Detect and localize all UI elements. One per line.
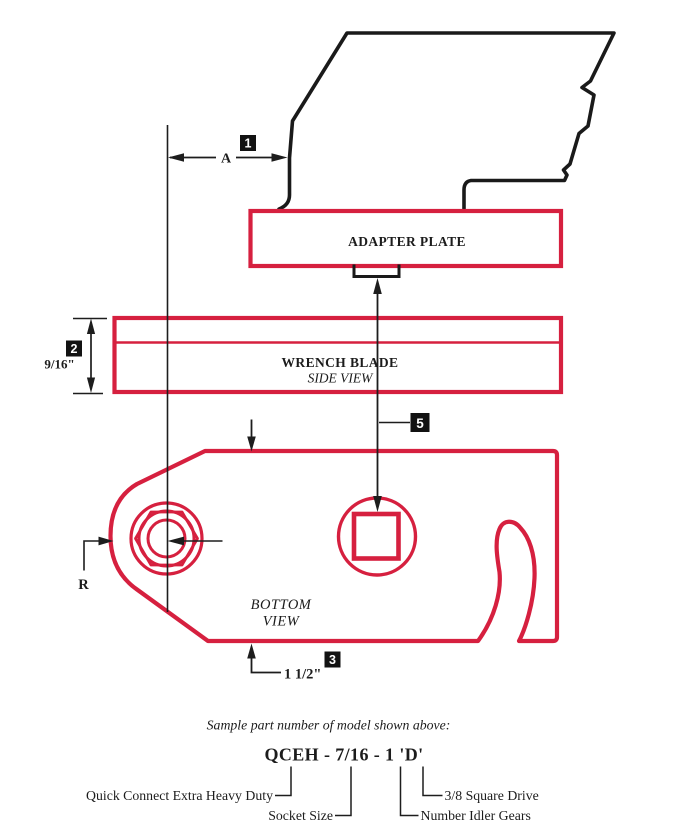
hex-socket [129, 501, 204, 576]
radius-callout: R [78, 536, 114, 593]
marker-2-box [66, 340, 82, 357]
marker-1-box [240, 135, 256, 151]
callout-tick-square-drive [422, 766, 443, 797]
part-number-intro: Sample part number of model shown above: [207, 718, 451, 733]
adapter-plate-box [248, 208, 564, 269]
hex-center-crosshair [167, 536, 223, 546]
side-view-label: SIDE VIEW [308, 371, 375, 386]
hex-crosshair-arrowhead [167, 536, 184, 546]
dimension-end-offset: 1 1/2" 3 [247, 643, 341, 683]
top-edge-pointer [247, 419, 256, 452]
marker-3-box [324, 651, 341, 668]
marker-5-number: 5 [416, 416, 424, 431]
top-edge-pointer-arrowhead [247, 436, 256, 452]
dim-916-up-arrowhead [86, 318, 96, 334]
square-drive-square [351, 511, 401, 561]
dimension-a: A 1 [168, 135, 288, 167]
callout-square-drive: 3/8 Square Drive [445, 788, 539, 803]
callout-qceh: Quick Connect Extra Heavy Duty [86, 788, 273, 803]
callout-tick-socket-size [335, 766, 352, 817]
dim-a-left-arrowhead [168, 153, 184, 162]
bottom-view-label-line1: BOTTOM [251, 597, 312, 613]
marker-1-number: 1 [245, 136, 252, 150]
part-number-code: QCEH - 7/16 - 1 'D' [264, 745, 423, 765]
drive-link-up-arrowhead [373, 278, 382, 294]
callout-socket-size: Socket Size [268, 808, 333, 823]
callout-tick-idler-gears [399, 766, 419, 817]
marker-5-box [410, 413, 430, 432]
dim-112-label: 1 1/2" [284, 667, 321, 683]
hex-socket-outer-circle [129, 501, 204, 576]
callout-idler-gears: Number Idler Gears [421, 808, 531, 823]
dim-916-down-arrowhead [86, 377, 96, 393]
part-number-block: Sample part number of model shown above:… [86, 718, 539, 824]
bottom-view-outline [108, 448, 560, 644]
dim-a-right-arrowhead [271, 153, 288, 162]
adapter-plate-label: ADAPTER PLATE [348, 234, 466, 249]
radius-label: R [78, 577, 89, 593]
marker-5-callout: 5 [379, 413, 430, 432]
dim-916-label: 9/16" [44, 357, 74, 372]
hex-socket-hexagon [134, 510, 199, 567]
radius-arrowhead [98, 536, 114, 546]
marker-3-number: 3 [329, 653, 336, 667]
dimension-blade-thickness: 2 9/16" [44, 317, 107, 395]
drive-link-down-arrowhead [373, 496, 382, 512]
callout-tick-qceh [275, 766, 292, 797]
dim-112-leader [250, 657, 281, 674]
bottom-view-label-line2: VIEW [263, 614, 301, 630]
wrench-blade-label: WRENCH BLADE [282, 355, 399, 370]
wrench-blade-box [112, 315, 564, 395]
hex-socket-inner-circle [146, 518, 187, 559]
dim-a-label: A [221, 152, 232, 167]
radius-leader [83, 540, 99, 571]
drive-tab-outline [352, 264, 401, 278]
dim-112-up-arrowhead [247, 643, 256, 659]
marker-2-number: 2 [71, 342, 78, 356]
wrench-head-outline [277, 31, 616, 215]
